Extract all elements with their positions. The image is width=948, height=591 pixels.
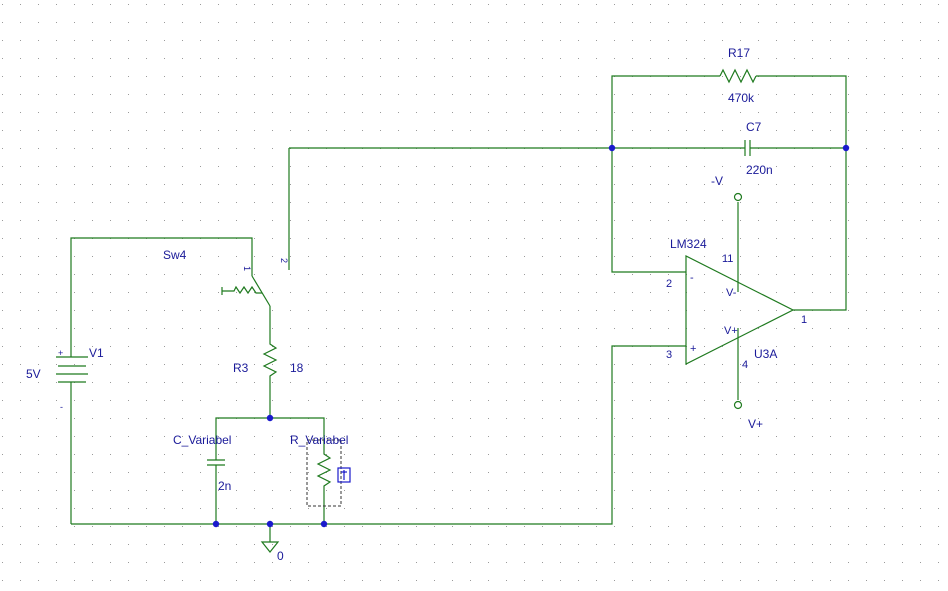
c7-ref: C7 <box>746 120 762 134</box>
wires <box>70 75 847 542</box>
switch-pin2: 2 <box>279 258 289 263</box>
junction-dot <box>842 144 850 152</box>
wire-r17-left <box>611 75 720 148</box>
c-var-value: 2n <box>218 479 231 493</box>
wire-inverting-input <box>611 148 686 273</box>
pin-out: 1 <box>801 314 807 326</box>
c-var-ref: C_Variabel <box>173 433 231 447</box>
wire-v1-top <box>70 237 253 357</box>
v1-plus: + <box>58 348 63 358</box>
v1-value: 5V <box>26 367 41 381</box>
capacitor-c-variabel[interactable]: C_Variabel 2n <box>173 433 231 493</box>
switch-ref: Sw4 <box>163 248 187 262</box>
opamp-u3a[interactable]: LM324 U3A 2 3 1 11 4 - + V- V+ <box>666 237 807 371</box>
terminal-neg-supply[interactable]: -V <box>711 174 743 202</box>
pos-supply-label: V+ <box>748 417 763 431</box>
pin-inv: 2 <box>666 278 672 290</box>
switch-sw4[interactable]: Sw4 1 2 <box>163 248 289 307</box>
terminal-pos-supply[interactable]: V+ <box>733 400 764 432</box>
capacitor-c7[interactable]: C7 220n <box>744 120 773 177</box>
junction-dot <box>266 414 274 422</box>
junction-dot <box>266 520 274 528</box>
sign-inv: - <box>690 272 694 284</box>
v1-ref: V1 <box>89 346 104 360</box>
resistor-r17[interactable]: R17 470k <box>719 46 757 105</box>
opamp-ref: U3A <box>754 347 777 361</box>
wire-output <box>793 148 847 311</box>
opamp-model: LM324 <box>670 237 707 251</box>
wire-r17-right <box>756 75 847 148</box>
r3-ref: R3 <box>233 361 249 375</box>
junction-dots <box>212 144 850 528</box>
ground-symbol[interactable]: 0 <box>260 541 284 563</box>
resistor-r3[interactable]: R3 18 <box>233 340 304 382</box>
battery-v1[interactable]: V1 5V + - <box>26 346 104 412</box>
r3-value: 18 <box>290 361 304 375</box>
pin-noninv: 3 <box>666 349 672 361</box>
label-vneg: V- <box>726 287 737 299</box>
r-var-ref: R_Variabel <box>290 433 348 447</box>
v1-minus: - <box>60 402 63 412</box>
r17-ref: R17 <box>728 46 750 60</box>
label-vpos: V+ <box>724 325 738 337</box>
grid-dots <box>2 4 939 581</box>
pin-vpos: 4 <box>742 359 748 371</box>
wire-noninverting-input <box>71 345 686 525</box>
junction-dot <box>212 520 220 528</box>
neg-supply-label: -V <box>711 174 723 188</box>
junction-dot <box>320 520 328 528</box>
sign-noninv: + <box>690 343 696 355</box>
resistor-r-variabel[interactable]: R_Variabel <box>290 433 351 507</box>
junction-dot <box>608 144 616 152</box>
pin-vneg: 11 <box>722 253 733 265</box>
switch-pin1: 1 <box>242 266 252 271</box>
c7-value: 220n <box>746 163 773 177</box>
ground-label: 0 <box>277 549 284 563</box>
r17-value: 470k <box>728 91 755 105</box>
